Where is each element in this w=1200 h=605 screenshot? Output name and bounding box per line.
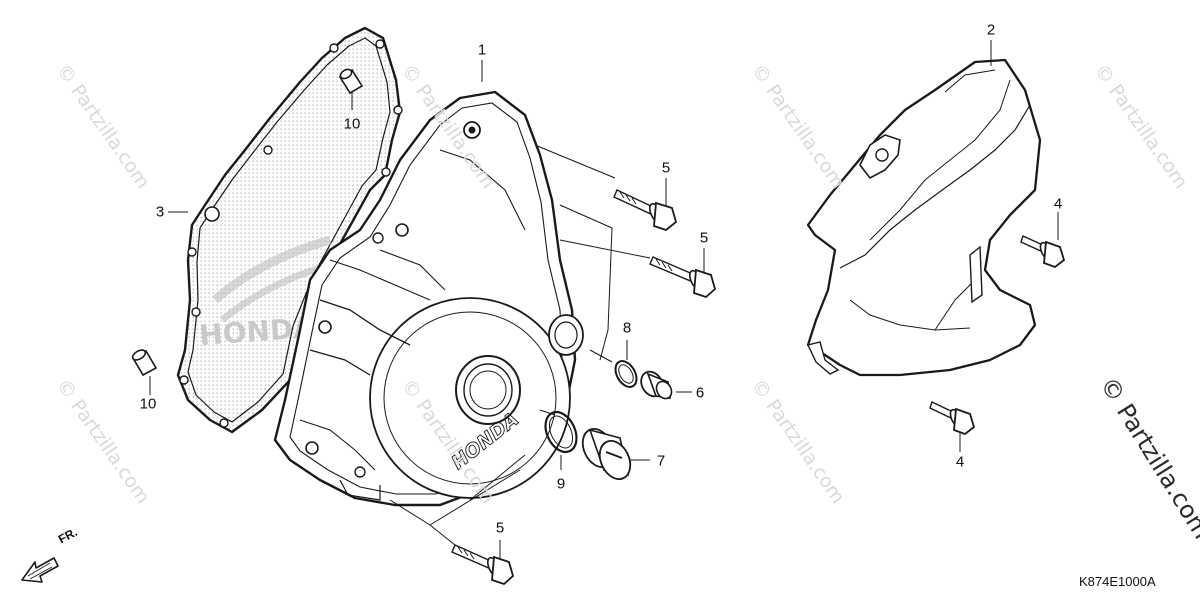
cap-part-7 [581, 428, 632, 480]
callout-4-lower[interactable]: 4 [955, 453, 965, 471]
callout-10-upper[interactable]: 10 [343, 115, 361, 133]
crankcase-cover-part-1: HONDA [273, 90, 584, 507]
callout-10-lower[interactable]: 10 [139, 395, 157, 413]
bolt-4-upper [1020, 235, 1066, 269]
callout-7[interactable]: 7 [656, 452, 666, 470]
callout-2[interactable]: 2 [986, 21, 996, 39]
callout-4-upper[interactable]: 4 [1053, 195, 1063, 213]
front-arrow-icon [21, 557, 59, 583]
bolt-5-upper [613, 189, 678, 232]
sprocket-cover-part-2 [806, 58, 1042, 377]
callout-6[interactable]: 6 [695, 384, 705, 402]
callout-8[interactable]: 8 [622, 319, 632, 337]
bolt-4-lower [929, 401, 976, 436]
callout-5-lower[interactable]: 5 [495, 519, 505, 537]
callout-5-upper[interactable]: 5 [661, 159, 671, 177]
diagram-code: K874E1000A [1079, 574, 1156, 589]
o-ring-part-9 [544, 410, 578, 454]
o-ring-part-8 [614, 360, 638, 388]
bolt-5-lower [451, 544, 515, 586]
leader-lines [149, 40, 1059, 558]
callout-9[interactable]: 9 [556, 475, 566, 493]
dowel-pin-lower [131, 349, 158, 377]
callout-1[interactable]: 1 [477, 41, 487, 59]
callout-3[interactable]: 3 [155, 203, 165, 221]
cap-part-6 [640, 370, 673, 400]
callout-5-middle[interactable]: 5 [699, 229, 709, 247]
dowel-pin-upper [338, 68, 364, 95]
bolt-5-middle [649, 256, 717, 299]
